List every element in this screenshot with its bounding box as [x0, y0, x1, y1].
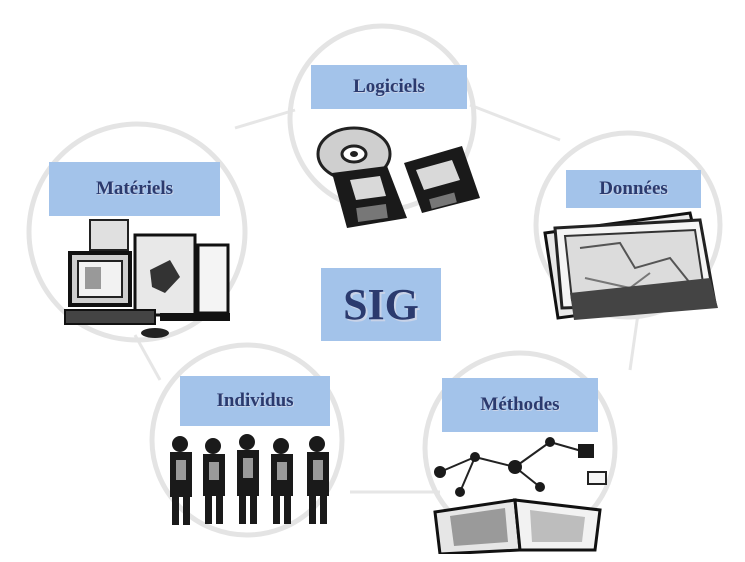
center-sig-label: SIG: [321, 268, 441, 341]
label-methodes: Méthodes: [442, 378, 598, 432]
computer-hardware-icon: [64, 219, 230, 338]
circle-materiels: [26, 121, 248, 343]
label-individus: Individus: [180, 376, 330, 426]
circle-donnees: [533, 130, 723, 320]
methods-book-icon: [433, 437, 607, 554]
circle-individus: [149, 342, 345, 538]
people-group-icon: [170, 434, 329, 525]
label-logiciels: Logiciels: [311, 65, 467, 109]
label-donnees: Données: [566, 170, 701, 208]
software-disks-icon: [316, 126, 480, 228]
map-sheets-icon: [543, 211, 718, 320]
label-materiels: Matériels: [49, 162, 220, 216]
